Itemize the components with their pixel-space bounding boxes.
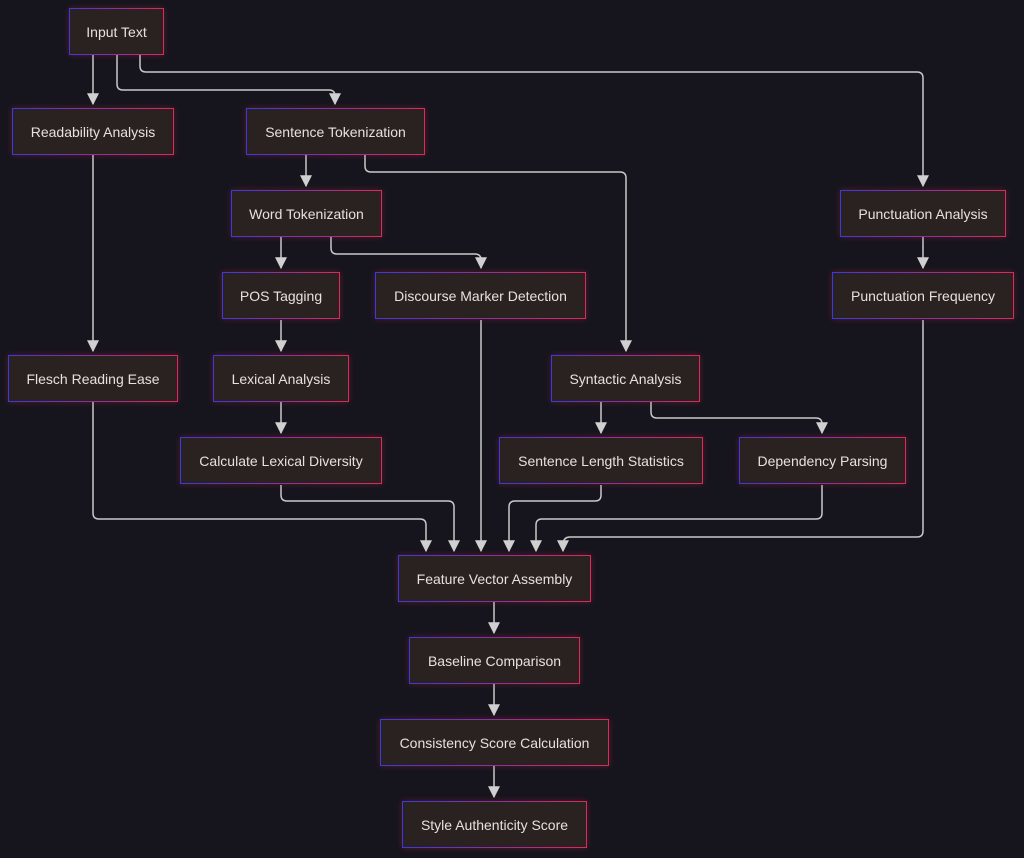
node-baseline-comparison[interactable]: Baseline Comparison [409,637,580,684]
node-consistency-score-calculation[interactable]: Consistency Score Calculation [380,719,609,766]
edge-flesch-feature [92,402,432,553]
node-word-tokenization[interactable]: Word Tokenization [231,190,382,237]
edge-depParse-feature [530,485,823,553]
node-feature-vector-assembly[interactable]: Feature Vector Assembly [398,555,591,602]
node-calculate-lexical-diversity[interactable]: Calculate Lexical Diversity [180,437,382,484]
edge-sentLen-feature [503,485,602,553]
node-discourse-marker-detection[interactable]: Discourse Marker Detection [375,272,586,319]
node-lexical-analysis[interactable]: Lexical Analysis [213,355,349,402]
node-pos-tagging[interactable]: POS Tagging [222,272,340,319]
edge-input-punct [139,54,929,188]
edge-syntactic-depParse [650,402,828,435]
node-sentence-length-statistics[interactable]: Sentence Length Statistics [499,437,703,484]
edge-lexDiv-feature [280,485,460,553]
node-readability-analysis[interactable]: Readability Analysis [12,108,174,155]
node-sentence-tokenization[interactable]: Sentence Tokenization [246,108,425,155]
edge-input-sentTok [116,54,341,106]
edge-sentTok-syntactic [364,155,632,353]
edge-wordTok-discourse [330,237,487,270]
node-input-text[interactable]: Input Text [69,8,164,55]
node-style-authenticity-score[interactable]: Style Authenticity Score [402,801,587,848]
node-punctuation-analysis[interactable]: Punctuation Analysis [840,190,1006,237]
node-punctuation-frequency[interactable]: Punctuation Frequency [832,272,1014,319]
node-syntactic-analysis[interactable]: Syntactic Analysis [551,355,700,402]
node-dependency-parsing[interactable]: Dependency Parsing [739,437,906,484]
edge-punctFreq-feature [557,320,924,553]
node-flesch-reading-ease[interactable]: Flesch Reading Ease [8,355,178,402]
